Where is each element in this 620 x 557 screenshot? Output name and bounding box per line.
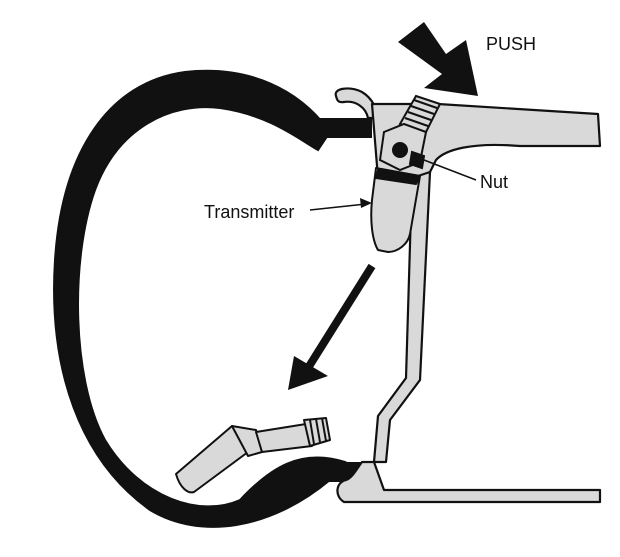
tire-cross-section — [53, 69, 347, 528]
valve-nut — [378, 122, 428, 172]
transmitter-leader-line — [309, 198, 372, 211]
wheel-rim — [334, 87, 602, 504]
tire-bead-top — [318, 118, 372, 138]
nut-label: Nut — [480, 172, 508, 192]
transmitter-label: Transmitter — [204, 202, 294, 222]
transmitter-body — [370, 167, 421, 253]
push-label: PUSH — [486, 34, 536, 54]
removal-arrow-icon — [288, 263, 376, 390]
push-arrow-icon — [398, 22, 478, 96]
removed-transmitter — [175, 417, 331, 494]
nut-leader-line — [423, 159, 477, 181]
